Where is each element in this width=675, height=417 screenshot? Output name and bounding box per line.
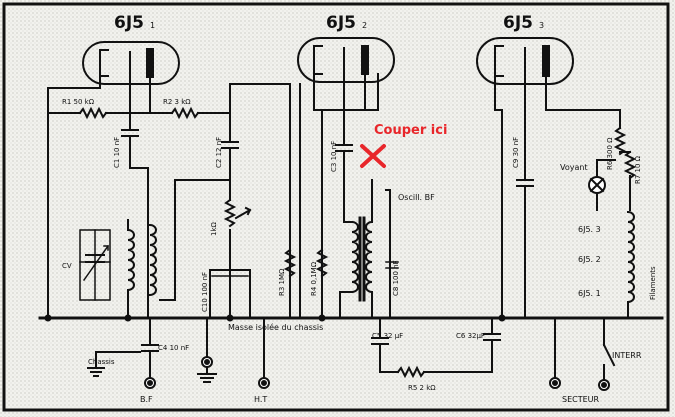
r2-label: R2 3 kΩ bbox=[163, 98, 191, 106]
c8-label: C8 100 nF bbox=[392, 260, 400, 296]
outer-border bbox=[2, 2, 670, 412]
masse-label: Masse isolée du chassis bbox=[228, 322, 323, 332]
tube-2-sub: 2 bbox=[362, 21, 367, 30]
filament-3-label: 6J5. 3 bbox=[578, 225, 601, 234]
c4-label: C4 10 nF bbox=[158, 344, 189, 352]
filament-1-label: 6J5. 1 bbox=[578, 289, 601, 298]
r1-label: R1 50 kΩ bbox=[62, 98, 95, 106]
bf-terminal-label: B.F bbox=[140, 395, 153, 404]
c1-label: C1 10 nF bbox=[113, 137, 121, 168]
c6-label: C6 32µF bbox=[456, 332, 485, 340]
tube-3-wiring bbox=[494, 75, 637, 319]
r6-label: R6 300 Ω bbox=[606, 137, 614, 170]
c2-label: C2 12 nF bbox=[215, 137, 223, 168]
tube-3-label: 6J5 bbox=[503, 13, 533, 33]
ht-terminal-label: H.T bbox=[254, 395, 267, 404]
cut-here-mark bbox=[360, 144, 386, 168]
c3-label: C3 10 nF bbox=[330, 141, 338, 172]
r3-label: R3 1MΩ bbox=[278, 268, 286, 296]
tube-2-wiring bbox=[174, 73, 399, 319]
c10-label: C10 100 nF bbox=[201, 272, 209, 312]
terminals bbox=[44, 314, 610, 391]
cut-here-label: Couper ici bbox=[374, 123, 447, 138]
tube-2-envelope bbox=[297, 37, 395, 83]
r7-label: R7 10 Ω bbox=[634, 155, 642, 184]
chassis-label: Chassis bbox=[88, 358, 115, 366]
filament-2-label: 6J5. 2 bbox=[578, 255, 601, 264]
tube-2-label: 6J5 bbox=[326, 13, 356, 33]
tube-3-sub: 3 bbox=[539, 21, 544, 30]
cv-label: CV bbox=[62, 262, 72, 270]
secteur-label: SECTEUR bbox=[562, 395, 600, 404]
voyant-label: Voyant bbox=[560, 163, 588, 172]
c9-label: C9 30 nF bbox=[512, 137, 520, 168]
pot-label: 1kΩ bbox=[210, 221, 218, 236]
oscill-label: Oscill. BF bbox=[398, 193, 435, 202]
r5-label: R5 2 kΩ bbox=[408, 384, 436, 392]
filaments-label: Filaments bbox=[649, 266, 657, 300]
bottom-wiring bbox=[87, 317, 616, 383]
c5-label: C5 32 µF bbox=[372, 332, 403, 340]
tube-1-sub: 1 bbox=[150, 21, 155, 30]
r4-label: R4 0,1MΩ bbox=[310, 261, 318, 296]
tube-1-label: 6J5 bbox=[114, 13, 144, 33]
interr-label: INTERR bbox=[612, 351, 642, 360]
tube-1-wiring bbox=[47, 75, 301, 319]
